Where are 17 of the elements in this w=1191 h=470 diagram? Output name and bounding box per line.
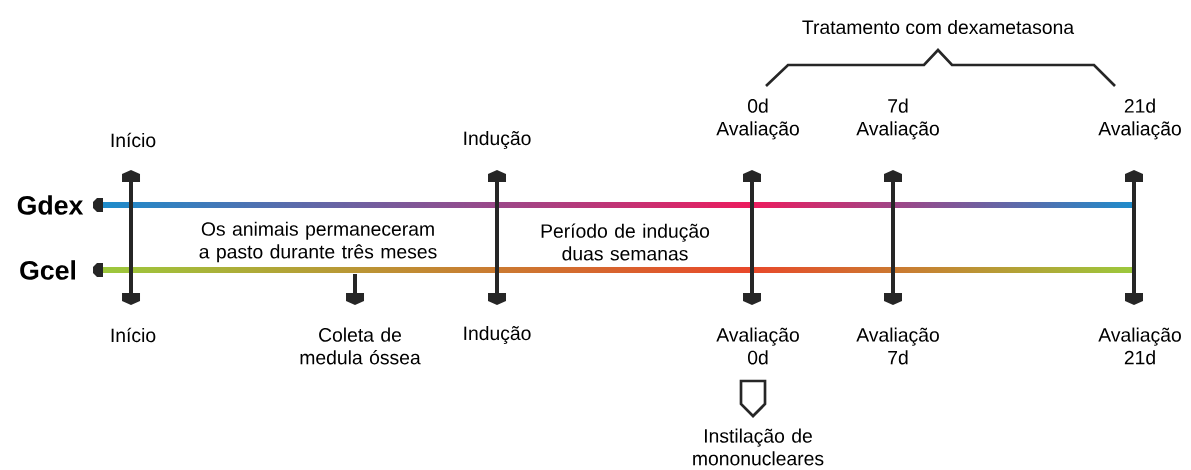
- group-label: Gdex: [17, 195, 84, 215]
- timepoint-label: Início: [111, 132, 156, 148]
- group-label: Gcel: [20, 260, 76, 280]
- timepoint-label: Indução: [464, 325, 531, 345]
- timepoint-label: Coleta de medula óssea: [300, 327, 421, 365]
- period-label: Os animais permaneceram a pasto durante três meses: [199, 221, 437, 263]
- timepoint-label: Avaliação 7d: [856, 327, 939, 365]
- period-label: Período de indução duas semanas: [541, 223, 710, 261]
- timepoint-label: Avaliação 21d: [1098, 327, 1181, 365]
- timepoint-label: Avaliação 0d: [716, 327, 799, 365]
- timepoint-label: 0d Avaliação: [716, 98, 799, 140]
- timepoint-label: 21d Avaliação: [1098, 98, 1181, 140]
- bracket-label: Tratamento com dexametasona: [802, 19, 1075, 35]
- timepoint-label: Instilação de mononucleares: [693, 428, 824, 466]
- timepoint-label: Indução: [464, 130, 531, 150]
- timepoint-label: 7d Avaliação: [856, 98, 939, 140]
- timepoint-label: Início: [111, 327, 156, 343]
